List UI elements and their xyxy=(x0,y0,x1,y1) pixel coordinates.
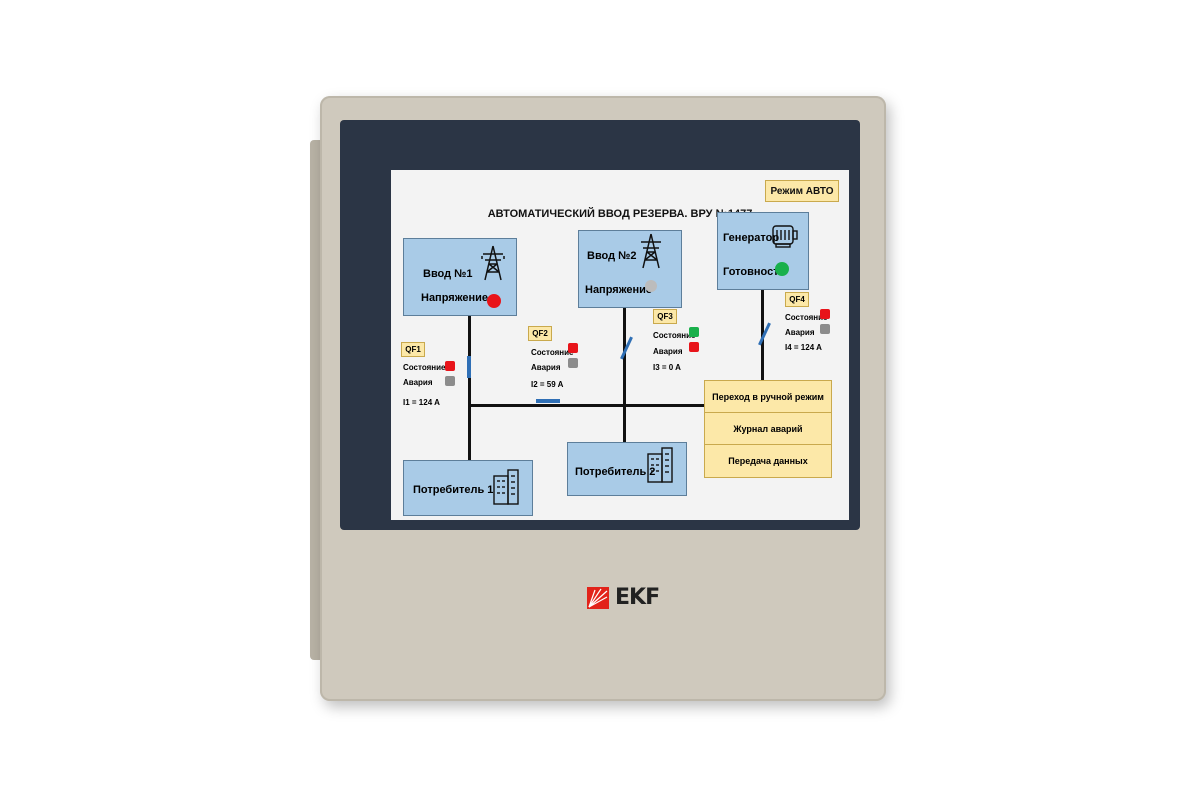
qf1-switch[interactable] xyxy=(467,356,471,378)
generator-label: Генератор xyxy=(723,232,780,244)
alarm-log-button[interactable]: Журнал аварий xyxy=(705,413,831,445)
qf3-alarm-label: Авария xyxy=(653,347,683,356)
qf3-tag[interactable]: QF3 xyxy=(653,309,677,324)
qf3-alarm-indicator xyxy=(689,342,699,352)
qf2-state-label: Состояние xyxy=(531,348,574,357)
qf3-current: I3 = 0 A xyxy=(653,363,681,372)
qf3-state-indicator xyxy=(689,327,699,337)
hmi-screen: Режим АВТО АВТОМАТИЧЕСКИЙ ВВОД РЕЗЕРВА. … xyxy=(391,170,849,520)
qf1-state-indicator xyxy=(445,361,455,371)
qf3-switch[interactable] xyxy=(620,336,633,360)
qf4-current: I4 = 124 A xyxy=(785,343,822,352)
consumer2-panel[interactable] xyxy=(567,442,687,496)
qf2-alarm-label: Авария xyxy=(531,363,561,372)
building-icon xyxy=(491,468,521,511)
ekf-logo-mark-icon xyxy=(587,586,609,609)
data-transfer-button[interactable]: Передача данных xyxy=(728,455,808,466)
qf4-alarm-indicator xyxy=(820,324,830,334)
logo-text: EKF xyxy=(615,585,660,610)
qf3-state-label: Состояние xyxy=(653,331,696,340)
qf2-state-indicator xyxy=(568,343,578,353)
input2-voltage-indicator xyxy=(645,280,657,292)
qf4-alarm-label: Авария xyxy=(785,328,815,337)
input2-voltage-label: Напряжение xyxy=(585,284,652,296)
consumer2-label: Потребитель 2 xyxy=(575,466,656,478)
input2-label: Ввод №2 xyxy=(587,250,637,262)
screen-title: АВТОМАТИЧЕСКИЙ ВВОД РЕЗЕРВА. ВРУ №1477 xyxy=(487,208,753,220)
qf4-switch[interactable] xyxy=(758,322,771,346)
qf1-alarm-label: Авария xyxy=(403,378,433,387)
input2-panel[interactable] xyxy=(578,230,682,308)
power-tower-icon xyxy=(479,244,507,287)
generator-feeder-line xyxy=(761,288,764,407)
qf1-alarm-indicator xyxy=(445,376,455,386)
qf1-current: I1 = 124 A xyxy=(403,398,440,407)
qf4-tag[interactable]: QF4 xyxy=(785,292,809,307)
qf4-state-label: Состояние xyxy=(785,313,828,322)
qf1-state-label: Состояние xyxy=(403,363,446,372)
building-icon xyxy=(645,446,675,489)
qf2-alarm-indicator xyxy=(568,358,578,368)
qf1-tag[interactable]: QF1 xyxy=(401,342,425,357)
generator-ready-label: Готовность xyxy=(723,266,786,278)
action-button-panel: Переход в ручной режим Журнал аварий Пер… xyxy=(704,380,832,478)
qf2-tag[interactable]: QF2 xyxy=(528,326,552,341)
input1-voltage-indicator xyxy=(487,294,501,308)
consumer1-label: Потребитель 1 xyxy=(413,484,494,496)
qf2-current: I2 = 59 A xyxy=(531,380,564,389)
mode-indicator[interactable]: Режим АВТО xyxy=(765,180,839,202)
main-bus-line xyxy=(469,404,763,407)
input1-feeder-line xyxy=(468,314,471,462)
qf4-state-indicator xyxy=(820,309,830,319)
manual-mode-button[interactable]: Переход в ручной режим xyxy=(705,381,831,413)
generator-motor-icon xyxy=(770,222,800,255)
generator-panel[interactable] xyxy=(717,212,809,290)
input2-feeder-line xyxy=(623,306,626,442)
generator-ready-indicator xyxy=(775,262,789,276)
input1-voltage-label: Напряжение xyxy=(421,292,488,304)
qf2-switch[interactable] xyxy=(536,399,560,403)
input1-label: Ввод №1 xyxy=(423,268,473,280)
brand-logo: EKF xyxy=(587,585,660,610)
power-tower-icon xyxy=(637,232,665,275)
